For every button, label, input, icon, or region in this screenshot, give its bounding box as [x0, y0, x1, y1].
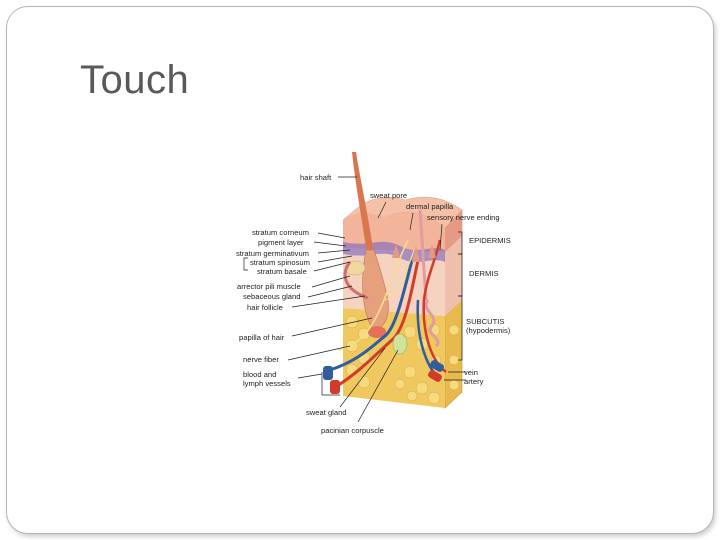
- label-stratum-spinosum: stratum spinosum: [250, 258, 310, 267]
- leader-lines: [243, 176, 466, 423]
- label-artery: artery: [464, 377, 484, 386]
- label-stratum-basale: stratum basale: [257, 267, 307, 276]
- label-sebaceous-gland: sebaceous gland: [243, 292, 300, 301]
- label-hair-shaft: hair shaft: [300, 173, 332, 182]
- label-dermis: DERMIS: [469, 269, 499, 278]
- label-stratum-germinativum: stratum germinativum: [236, 249, 309, 258]
- label-subcutis-line1: SUBCUTIS: [466, 317, 504, 326]
- label-sweat-pore: sweat pore: [370, 191, 407, 200]
- label-sensory-nerve-ending: sensory nerve ending: [427, 213, 500, 222]
- label-sweat-gland: sweat gland: [306, 408, 347, 417]
- skin-block-illustration: [323, 152, 463, 409]
- label-pigment-layer: pigment layer: [258, 238, 304, 247]
- label-hair-follicle: hair follicle: [247, 303, 283, 312]
- slide-title: Touch: [80, 58, 190, 102]
- label-dermal-papilla: dermal papilla: [406, 202, 454, 211]
- label-blood-and-lymph-line1: blood and: [243, 370, 276, 379]
- label-vein: vein: [464, 368, 478, 377]
- label-stratum-corneum: stratum corneum: [252, 228, 309, 237]
- diagram-labels: hair shaft sweat pore dermal papilla sen…: [236, 173, 511, 435]
- label-epidermis: EPIDERMIS: [469, 236, 511, 245]
- label-nerve-fiber: nerve fiber: [243, 355, 279, 364]
- label-pacinian-corpuscle: pacinian corpuscle: [321, 426, 384, 435]
- label-subcutis-line2: (hypodermis): [466, 326, 511, 335]
- label-papilla-of-hair: papilla of hair: [239, 333, 285, 342]
- label-arrector-pili-muscle: arrector pili muscle: [237, 282, 301, 291]
- label-blood-and-lymph-line2: lymph vessels: [243, 379, 291, 388]
